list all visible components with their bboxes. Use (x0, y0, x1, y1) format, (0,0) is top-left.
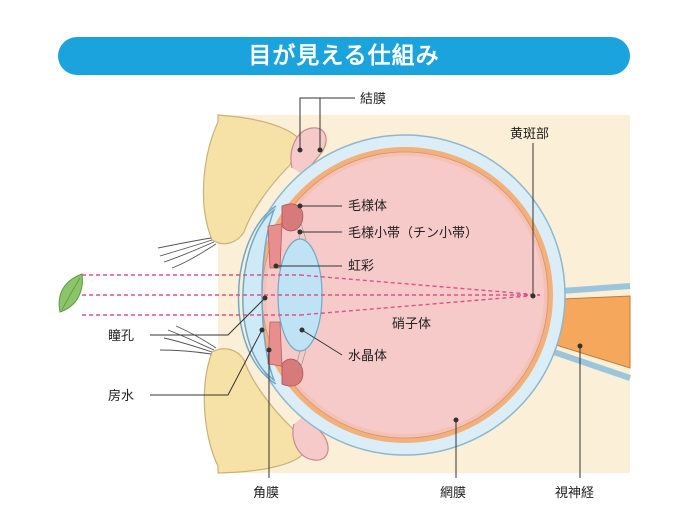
upper-eyelashes (157, 237, 217, 269)
lower-eyelid (203, 348, 306, 474)
iris-lower (267, 321, 283, 367)
page-title: 目が見える仕組み (248, 43, 440, 69)
label-optic-nerve: 視神経 (555, 486, 594, 501)
label-zonule: 毛様小帯（チン小帯） (348, 226, 478, 241)
label-vitreous: 硝子体 (392, 317, 431, 332)
leader-lines (150, 97, 583, 478)
label-cornea: 角膜 (253, 486, 279, 501)
label-pupil: 瞳孔 (108, 329, 134, 344)
upper-eyelid (202, 114, 301, 245)
title-bar: 目が見える仕組み (58, 37, 630, 75)
label-lens: 水晶体 (348, 349, 387, 364)
label-conjunctiva: 結膜 (360, 92, 386, 107)
label-aqueous: 房水 (108, 388, 134, 404)
label-retina: 網膜 (440, 486, 466, 501)
ciliary-body-upper (281, 203, 304, 232)
label-macula: 黄斑部 (510, 127, 549, 142)
ciliary-body-lower (281, 358, 304, 387)
light-rays (82, 274, 541, 316)
lower-eyelashes (159, 325, 217, 355)
label-ciliary-body: 毛様体 (348, 199, 387, 214)
leaf-vein (61, 277, 81, 311)
iris-upper (267, 223, 283, 269)
label-iris: 虹彩 (348, 259, 374, 274)
